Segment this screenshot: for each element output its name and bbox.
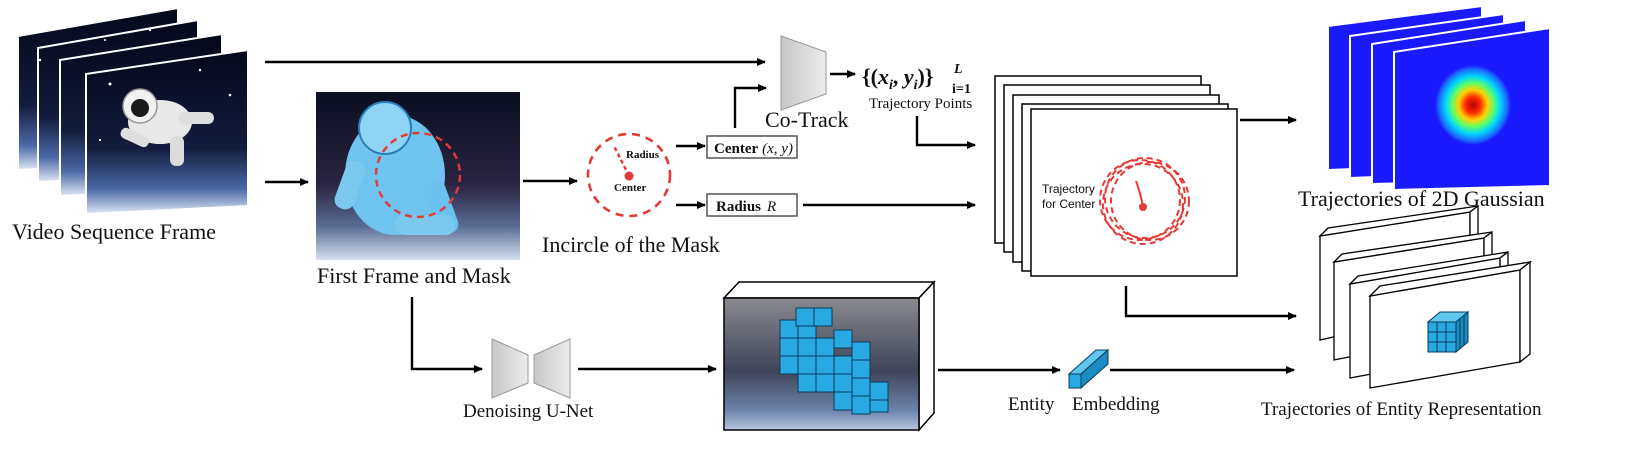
entity-voxel-cluster [779,307,889,415]
incircle-label: Incircle of the Mask [542,232,720,257]
trajectory-frame-front [1030,108,1238,277]
gaussian-heatmap-blob [1435,65,1511,145]
center-word: Center [614,182,646,194]
radius-word: Radius [626,149,660,161]
entity-rep-stack [1318,204,1533,389]
svg-text:i=1: i=1 [952,82,971,97]
trajectory-points-label: Trajectory Points [869,96,972,112]
center-box: Center(x, y) [706,135,798,159]
traj-center-line1: Trajectory [1042,182,1095,196]
trajectory-stack: Trajectory for Center [994,75,1238,277]
svg-text:L: L [953,62,963,77]
gaussian-label: Trajectories of 2D Gaussian [1298,186,1545,211]
traj-center-line2: for Center [1042,197,1095,211]
entity-label: Entity [1008,394,1055,415]
arrow-firstframe-to-unet [410,297,483,373]
entity-embedding-block [1067,348,1110,390]
svg-text:Center(x, y): Center(x, y) [714,141,793,157]
entity-rep-label: Trajectories of Entity Representation [1261,399,1542,420]
unet-block [491,338,571,399]
incircle-diagram: Radius Center [586,132,672,218]
svg-text:{(xi, yi)}: {(xi, yi)} [862,64,934,93]
center-box-coords: (x, y) [762,141,793,157]
cotrack-label: Co-Track [765,107,849,132]
arrow-center-to-cotrack [733,84,767,128]
center-box-label: Center [714,141,758,157]
embedding-label: Embedding [1072,394,1160,415]
radius-box-label: Radius [716,199,761,215]
unet-label: Denoising U-Net [463,401,594,422]
radius-box-symbol: R [766,199,776,215]
first-frame-image [316,92,520,260]
center-dot [624,171,634,181]
gaussian-stack [1327,4,1551,192]
arrow-points-to-trajectory [915,116,976,149]
first-frame-label: First Frame and Mask [317,263,511,288]
radius-box: Radius R [706,193,798,217]
mask-incircle-overlay [374,131,462,219]
video-sequence-label: Video Sequence Frame [12,219,216,244]
center-trajectory-circles [1099,157,1190,245]
arrow-trajectory-to-entity [1124,286,1297,320]
video-sequence-stack [17,6,249,216]
entity-rep-cube [1426,310,1470,354]
cotrack-block [780,35,827,111]
trajectory-points-formula: {(xi, yi)} L i=1 [862,62,971,97]
video-frame-front [85,48,249,216]
